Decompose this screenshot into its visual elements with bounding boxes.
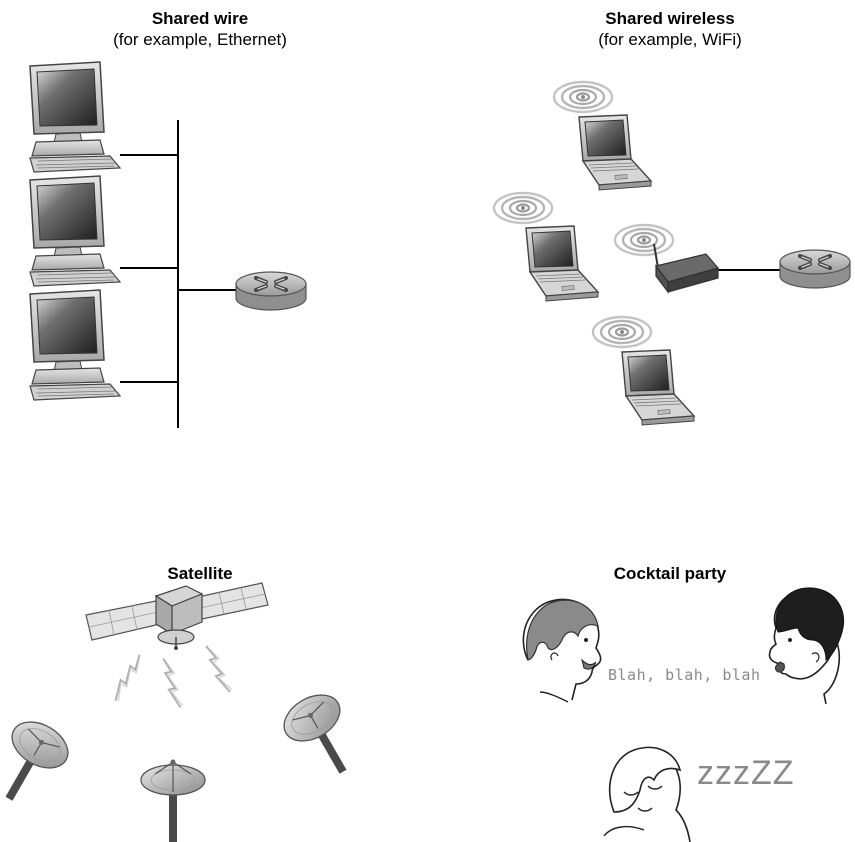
wireless-signal-icon bbox=[613, 223, 675, 257]
satellite-dish-icon bbox=[140, 759, 206, 842]
laptop-icon bbox=[621, 349, 695, 426]
desktop-computer-icon bbox=[29, 61, 121, 173]
shared-wire-title: Shared wire (for example, Ethernet) bbox=[70, 8, 330, 50]
person-icon bbox=[522, 598, 602, 703]
snore-text: zzzZZ bbox=[697, 754, 795, 792]
satellite-dish-icon bbox=[275, 685, 370, 788]
conversation-text: Blah, blah, blah bbox=[608, 666, 761, 684]
desktop-computer-icon bbox=[29, 289, 121, 401]
shared-wireless-panel bbox=[492, 80, 852, 426]
solar-panel-left bbox=[85, 600, 161, 641]
router-icon bbox=[778, 248, 852, 290]
wireless-signal-icon bbox=[492, 191, 554, 225]
shared-wire-panel bbox=[29, 61, 308, 428]
satellite-icon bbox=[154, 585, 204, 650]
cocktail-party-title: Cocktail party bbox=[540, 563, 800, 584]
sleeping-person-icon bbox=[603, 746, 691, 842]
shared-wire-subtitle: (for example, Ethernet) bbox=[113, 30, 287, 49]
satellite-panel bbox=[0, 582, 370, 842]
router-icon bbox=[234, 270, 308, 312]
shared-wire-heading: Shared wire bbox=[151, 9, 249, 28]
signal-icon bbox=[205, 645, 233, 693]
wireless-access-point-icon bbox=[653, 243, 720, 294]
laptop-icon bbox=[578, 114, 652, 191]
desktop-computer-icon bbox=[29, 175, 121, 287]
cocktail-party-panel bbox=[522, 587, 844, 842]
person-icon bbox=[768, 587, 844, 705]
shared-wireless-heading: Shared wireless bbox=[605, 9, 735, 28]
shared-wireless-title: Shared wireless (for example, WiFi) bbox=[540, 8, 800, 50]
wireless-signal-icon bbox=[591, 315, 653, 349]
satellite-title: Satellite bbox=[70, 563, 330, 584]
cocktail-party-heading: Cocktail party bbox=[613, 564, 727, 583]
wireless-signal-icon bbox=[552, 80, 614, 114]
signal-icon bbox=[155, 657, 190, 709]
signal-icon bbox=[100, 653, 156, 704]
shared-wireless-subtitle: (for example, WiFi) bbox=[598, 30, 742, 49]
laptop-icon bbox=[525, 225, 599, 302]
satellite-heading: Satellite bbox=[167, 564, 233, 583]
solar-panel-right bbox=[197, 582, 269, 620]
satellite-dish-icon bbox=[0, 712, 77, 815]
